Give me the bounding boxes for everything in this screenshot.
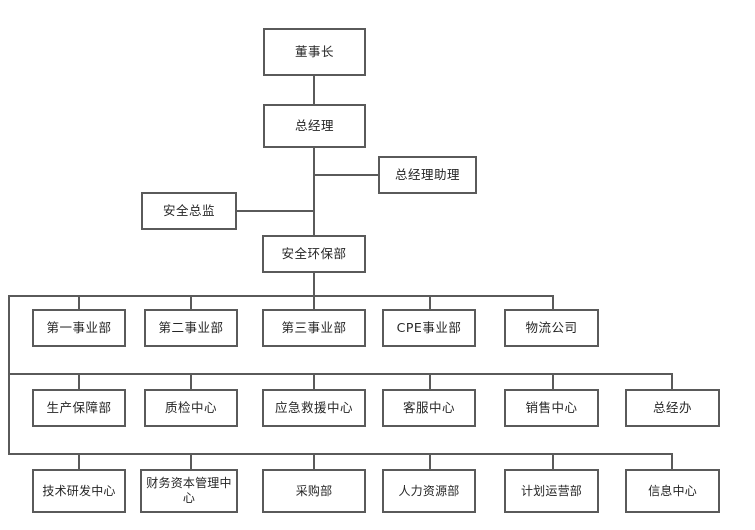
drop-center-2 [190, 373, 192, 389]
node-department-1-label: 技术研发中心 [42, 483, 116, 498]
drop-department-2 [190, 453, 192, 469]
connector-safety-env-to-bus [313, 273, 315, 296]
node-gm-assistant-label: 总经理助理 [394, 167, 460, 183]
node-chairman[interactable]: 董事长 [263, 28, 366, 76]
node-department-4-label: 人力资源部 [398, 483, 460, 498]
node-division-5-label: 物流公司 [525, 320, 578, 336]
drop-department-1 [78, 453, 80, 469]
node-center-4[interactable]: 客服中心 [382, 389, 476, 427]
node-chairman-label: 董事长 [294, 44, 334, 60]
node-department-3-label: 采购部 [295, 483, 333, 498]
node-center-3[interactable]: 应急救援中心 [262, 389, 366, 427]
drop-center-5 [552, 373, 554, 389]
drop-division-5 [552, 295, 554, 309]
drop-center-6 [671, 373, 673, 389]
node-safety-env-dept[interactable]: 安全环保部 [262, 235, 366, 273]
node-center-4-label: 客服中心 [402, 400, 455, 416]
connector-chairman-to-gm [313, 76, 315, 104]
drop-division-2 [190, 295, 192, 309]
bus-divisions [8, 295, 554, 297]
drop-division-3 [313, 295, 315, 309]
bus-departments [8, 453, 673, 455]
node-center-3-label: 应急救援中心 [274, 400, 353, 416]
node-department-3[interactable]: 采购部 [262, 469, 366, 513]
node-division-4-label: CPE事业部 [396, 320, 462, 336]
node-gm-assistant[interactable]: 总经理助理 [378, 156, 477, 194]
node-department-6[interactable]: 信息中心 [625, 469, 720, 513]
drop-center-1 [78, 373, 80, 389]
drop-division-1 [78, 295, 80, 309]
node-department-1[interactable]: 技术研发中心 [32, 469, 126, 513]
drop-department-5 [552, 453, 554, 469]
node-center-1-label: 生产保障部 [46, 400, 112, 416]
node-department-5[interactable]: 计划运营部 [504, 469, 599, 513]
node-center-6[interactable]: 总经办 [625, 389, 720, 427]
node-department-2-label: 财务资本管理中心 [146, 476, 232, 505]
node-safety-director-label: 安全总监 [162, 203, 215, 219]
node-division-1[interactable]: 第一事业部 [32, 309, 126, 347]
node-center-2[interactable]: 质检中心 [144, 389, 238, 427]
node-division-1-label: 第一事业部 [46, 320, 112, 336]
drop-center-3 [313, 373, 315, 389]
drop-department-4 [429, 453, 431, 469]
node-department-4[interactable]: 人力资源部 [382, 469, 476, 513]
node-division-5[interactable]: 物流公司 [504, 309, 599, 347]
drop-department-6 [671, 453, 673, 469]
drop-division-4 [429, 295, 431, 309]
node-division-3[interactable]: 第三事业部 [262, 309, 366, 347]
spine-left-divisions-to-centers [8, 295, 10, 375]
node-center-5-label: 销售中心 [525, 400, 578, 416]
node-center-6-label: 总经办 [652, 400, 692, 416]
node-safety-director[interactable]: 安全总监 [141, 192, 237, 230]
bus-centers [8, 373, 673, 375]
connector-gm-assistant [313, 174, 378, 176]
node-division-2-label: 第二事业部 [158, 320, 224, 336]
connector-safety-director [237, 210, 314, 212]
node-division-2[interactable]: 第二事业部 [144, 309, 238, 347]
node-general-manager-label: 总经理 [294, 118, 334, 134]
node-department-5-label: 计划运营部 [520, 483, 582, 498]
node-center-2-label: 质检中心 [164, 400, 217, 416]
node-division-3-label: 第三事业部 [281, 320, 347, 336]
node-department-6-label: 信息中心 [648, 483, 697, 498]
node-division-4[interactable]: CPE事业部 [382, 309, 476, 347]
node-center-5[interactable]: 销售中心 [504, 389, 599, 427]
spine-left-centers-to-departments [8, 373, 10, 455]
drop-center-4 [429, 373, 431, 389]
drop-department-3 [313, 453, 315, 469]
node-department-2[interactable]: 财务资本管理中心 [140, 469, 238, 513]
node-general-manager[interactable]: 总经理 [263, 104, 366, 148]
connector-gm-spine [313, 148, 315, 235]
node-center-1[interactable]: 生产保障部 [32, 389, 126, 427]
node-safety-env-dept-label: 安全环保部 [281, 246, 347, 262]
